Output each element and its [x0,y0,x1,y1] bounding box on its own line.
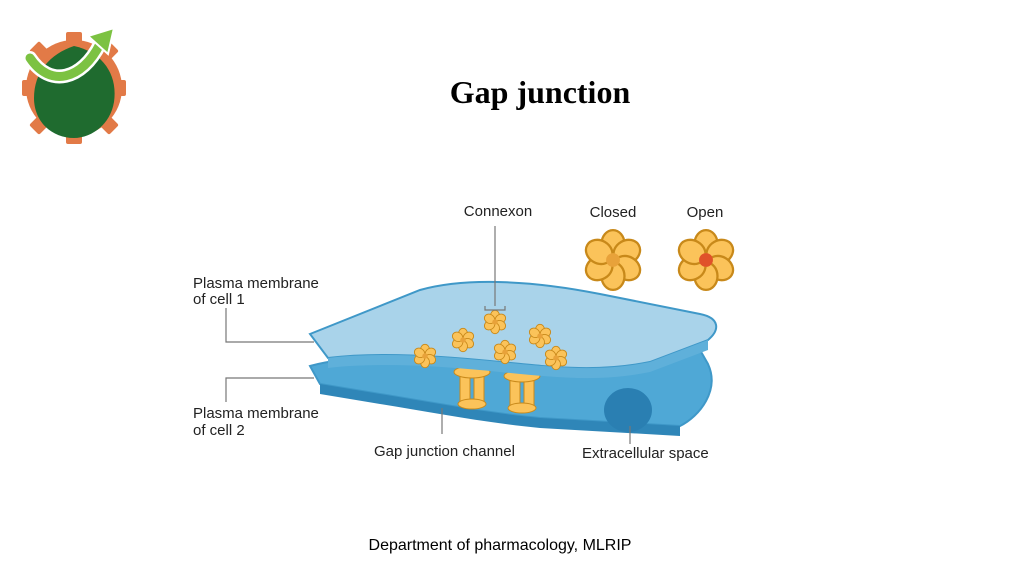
leader-lines [225,226,631,444]
extracellular-space-label: Extracellular space [582,445,709,462]
gap-junction-channels [453,365,541,414]
membrane-cell-1-label-line1: Plasma membrane [193,275,319,292]
closed-connexon [580,228,646,292]
gap-junction-diagram: Connexon Closed Open Plasma membrane of … [180,190,760,480]
institution-logo [22,22,126,144]
arrow-icon [23,26,116,84]
open-connexon [673,228,739,292]
footer-text: Department of pharmacology, MLRIP [368,537,632,554]
membrane-cell-2-label-line1: Plasma membrane [193,405,319,422]
closed-label: Closed [590,204,637,221]
open-label: Open [687,204,724,221]
plasma-membrane-cell-1 [308,280,718,379]
membrane-cell-2-label-line2: of cell 2 [193,422,245,439]
membrane-cell-1-label-line2: of cell 1 [193,291,245,308]
connexon-label: Connexon [464,203,532,220]
page-title: Gap junction [449,74,631,110]
gap-junction-channel-label: Gap junction channel [374,443,515,460]
